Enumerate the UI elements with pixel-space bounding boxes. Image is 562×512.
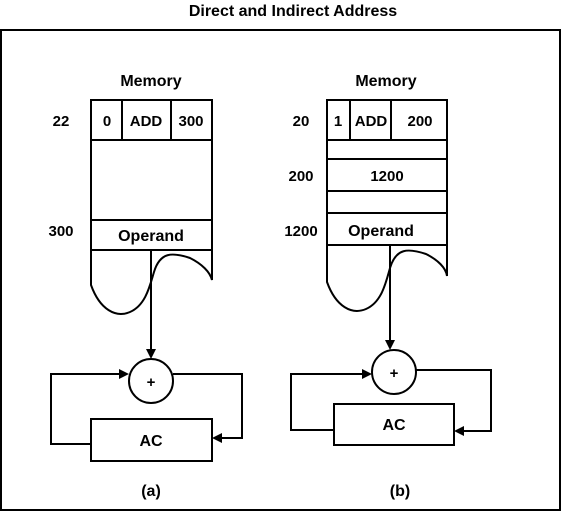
diagram-title: Direct and Indirect Address — [189, 3, 397, 20]
direct-ac-label: AC — [139, 433, 163, 450]
direct-address-field: 300 — [178, 113, 203, 130]
indirect-pointer-address: 200 — [288, 168, 313, 185]
indirect-address-field: 200 — [407, 113, 432, 130]
indirect-adder-to-ac-arrow — [416, 369, 492, 436]
indirect-operand: Operand — [348, 223, 414, 240]
direct-operand: Operand — [118, 228, 184, 245]
indirect-pointer-value: 1200 — [370, 168, 403, 185]
indirect-instr-address: 20 — [293, 113, 310, 130]
direct-opcode: ADD — [130, 113, 163, 130]
direct-adder-symbol: + — [147, 374, 156, 391]
direct-operand-address: 300 — [48, 223, 73, 240]
indirect-adder — [371, 349, 417, 395]
indirect-mode-bit: 1 — [334, 113, 342, 130]
direct-ac-to-adder-arrow — [50, 369, 129, 445]
indirect-adder-symbol: + — [390, 365, 399, 382]
indirect-ac-register — [333, 403, 455, 446]
direct-panel: Memory 0 ADD 300 22 Operand 300 + AC (a) — [48, 73, 243, 500]
indirect-memory-block — [326, 99, 448, 312]
direct-memory-block — [90, 99, 213, 315]
indirect-ac-to-adder-arrow — [290, 369, 372, 431]
indirect-caption: (b) — [390, 483, 410, 500]
indirect-opcode: ADD — [355, 113, 388, 130]
indirect-operand-address: 1200 — [284, 223, 317, 240]
indirect-memory-label: Memory — [355, 73, 416, 90]
indirect-panel: Memory 1 ADD 200 20 1200 200 Operand 120… — [284, 73, 492, 500]
direct-adder — [128, 358, 174, 404]
direct-instr-address: 22 — [53, 113, 70, 130]
direct-mode-bit: 0 — [103, 113, 111, 130]
direct-memory-label: Memory — [120, 73, 181, 90]
direct-adder-to-ac-arrow — [173, 373, 243, 443]
direct-caption: (a) — [141, 483, 161, 500]
outer-frame — [0, 29, 561, 511]
indirect-ac-label: AC — [382, 417, 406, 434]
